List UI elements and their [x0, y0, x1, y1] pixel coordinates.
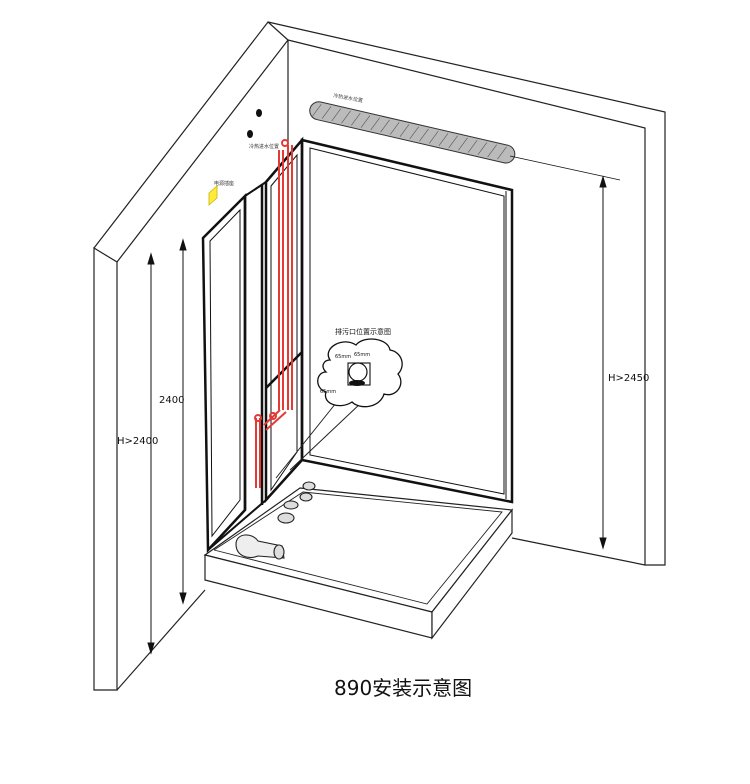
callout-drain-shadow	[349, 380, 365, 386]
label-inlet-top: 冷热进水位置	[333, 92, 364, 104]
drain-dim-a: 65mm	[335, 354, 351, 360]
shower-back-frame	[300, 138, 514, 504]
drain-cap-2	[299, 492, 313, 502]
room-walls	[93, 21, 666, 691]
dim-left-arrow-bottom	[147, 642, 155, 655]
back-panel-outer	[300, 138, 514, 504]
pipe-valve-top	[281, 139, 289, 147]
water-pipes	[254, 139, 293, 488]
pipe-valve-mid	[269, 412, 277, 420]
drain-dim-b: 65mm	[354, 352, 370, 358]
dim-left-arrow-top	[147, 252, 155, 265]
left-wall-inner-edge	[116, 589, 206, 691]
pipe-valve-low	[254, 414, 262, 422]
left-wall-top-edge	[93, 21, 289, 263]
tray-inner-rim	[213, 491, 503, 605]
side-panel-top-bar	[244, 181, 267, 197]
diagram-caption: 890安装示意图	[334, 676, 472, 700]
wall-hole-upper	[256, 109, 262, 117]
left-wall-front-face	[93, 246, 118, 691]
back-wall-floor-edge	[511, 537, 646, 566]
dim-left-label: H>2400	[117, 436, 158, 447]
dim-inner-label: 2400	[159, 395, 184, 406]
side-panel-bottom-bar	[207, 499, 267, 551]
drain-cap-4	[277, 512, 295, 524]
tray-right-face	[431, 508, 513, 640]
ceiling-slot-hatch	[312, 104, 507, 160]
back-panel-inner	[309, 147, 505, 495]
wall-hole-lower	[247, 130, 253, 138]
pipe-lower-link-2	[265, 411, 287, 431]
drain-cap-3	[283, 500, 299, 510]
dim-inner-arrow-top	[179, 238, 187, 251]
shower-tray	[203, 487, 514, 640]
pipe-lower-link	[263, 409, 281, 426]
ceiling-slot	[309, 101, 516, 164]
callout-leader-2	[289, 401, 363, 471]
side-panel-front-inner	[209, 208, 241, 538]
side-panel-rear	[264, 136, 304, 504]
drain-cap-1	[302, 481, 316, 491]
label-inlet-side: 冷热进水位置	[249, 143, 279, 150]
power-socket-icon	[208, 185, 218, 206]
callout-drain-hole	[348, 362, 368, 382]
dim-right-ext	[509, 155, 621, 181]
drain-title: 排污口位置示意图	[335, 327, 391, 336]
wall-features: 冷热进水位置 冷热进水位置 电源插座	[208, 92, 516, 206]
callout-leader-1	[275, 397, 341, 479]
drain-fittings	[235, 481, 316, 560]
dim-right-label: H>2450	[608, 373, 649, 384]
back-wall-top-edge	[267, 21, 666, 566]
dimension-lines	[147, 155, 621, 655]
side-panel-front	[201, 192, 247, 554]
drain-elbow-end	[273, 544, 285, 560]
drain-dim-c: 65mm	[320, 389, 336, 395]
label-socket: 电源插座	[214, 180, 234, 187]
dim-right-arrow-bottom	[599, 537, 607, 550]
drain-callout: 排污口位置示意图 65mm 65mm 65mm	[275, 327, 403, 479]
dim-inner-arrow-bottom	[179, 592, 187, 605]
dim-right-arrow-top	[599, 175, 607, 188]
